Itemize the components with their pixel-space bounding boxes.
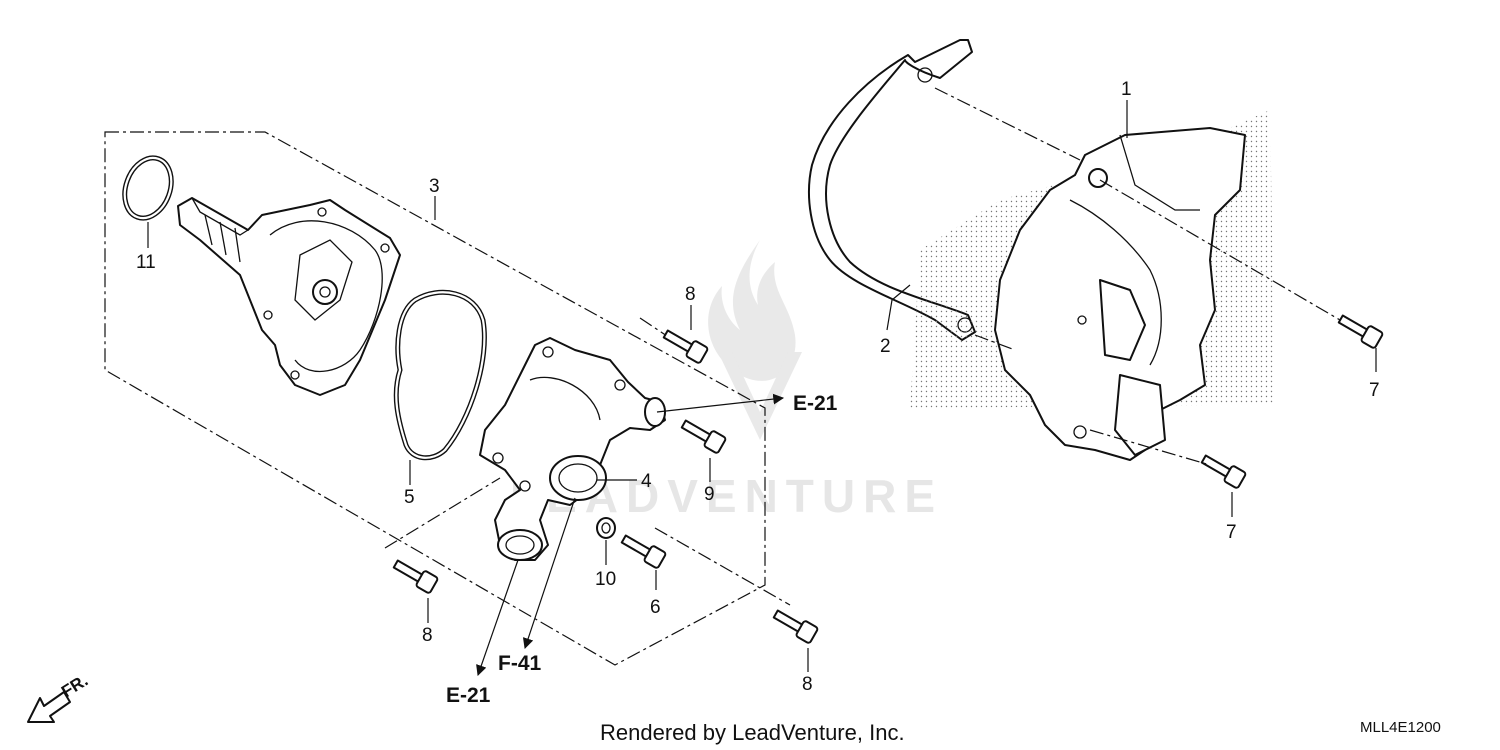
- ref-arrow-e21-right: [656, 393, 785, 413]
- gasket-part-5: [393, 289, 487, 461]
- bolt-guide-line: [654, 527, 791, 606]
- bolt-part-8-top: [662, 329, 709, 364]
- flame-watermark-icon: [708, 240, 802, 440]
- bolt-guide-line: [934, 87, 1081, 161]
- side-cover-part-1: [910, 110, 1275, 461]
- washer-part-10: [596, 517, 616, 539]
- callout-6: 6: [650, 597, 661, 618]
- assembly-outline: [104, 131, 766, 666]
- bolt-guide-line: [974, 334, 1016, 351]
- callout-8-bottom: 8: [802, 674, 813, 695]
- callout-7-top: 7: [1369, 380, 1380, 401]
- ref-e21-bottom: E-21: [446, 684, 491, 707]
- bolt-guide-line: [1099, 179, 1341, 321]
- callout-10: 10: [595, 569, 616, 590]
- front-arrow-icon: [27, 691, 71, 723]
- diagram-code: MLL4E1200: [1360, 719, 1441, 736]
- callout-7-bottom: 7: [1226, 522, 1237, 543]
- leader-line-2: [886, 284, 911, 331]
- water-pump-part-3: [177, 197, 401, 396]
- o-ring-part-11: [122, 155, 174, 221]
- callout-8-left: 8: [422, 625, 433, 646]
- callout-3: 3: [429, 176, 440, 197]
- callout-8-top: 8: [685, 284, 696, 305]
- callout-4: 4: [641, 471, 652, 492]
- ref-f41: F-41: [498, 652, 542, 675]
- bolt-part-8-bottom: [772, 609, 819, 644]
- footer-credit: Rendered by LeadVenture, Inc.: [600, 720, 905, 745]
- bolt-part-7-bottom: [1200, 454, 1247, 489]
- ref-arrow-f41: [522, 497, 576, 650]
- bolt-part-6: [620, 534, 667, 569]
- callout-2: 2: [880, 336, 891, 357]
- bolt-guide-line: [1089, 429, 1211, 466]
- callout-1: 1: [1121, 79, 1132, 100]
- bolt-part-8-left: [392, 559, 439, 594]
- ref-e21-right: E-21: [793, 392, 838, 415]
- bolt-part-7-top: [1337, 314, 1384, 349]
- callout-11: 11: [136, 252, 156, 273]
- callout-9: 9: [704, 484, 715, 505]
- pump-cover-part-4: [479, 337, 666, 561]
- bolt-guide-line: [384, 477, 501, 549]
- callout-5: 5: [404, 487, 415, 508]
- ref-arrow-e21-bottom: [476, 559, 519, 677]
- bolt-part-9: [680, 419, 727, 454]
